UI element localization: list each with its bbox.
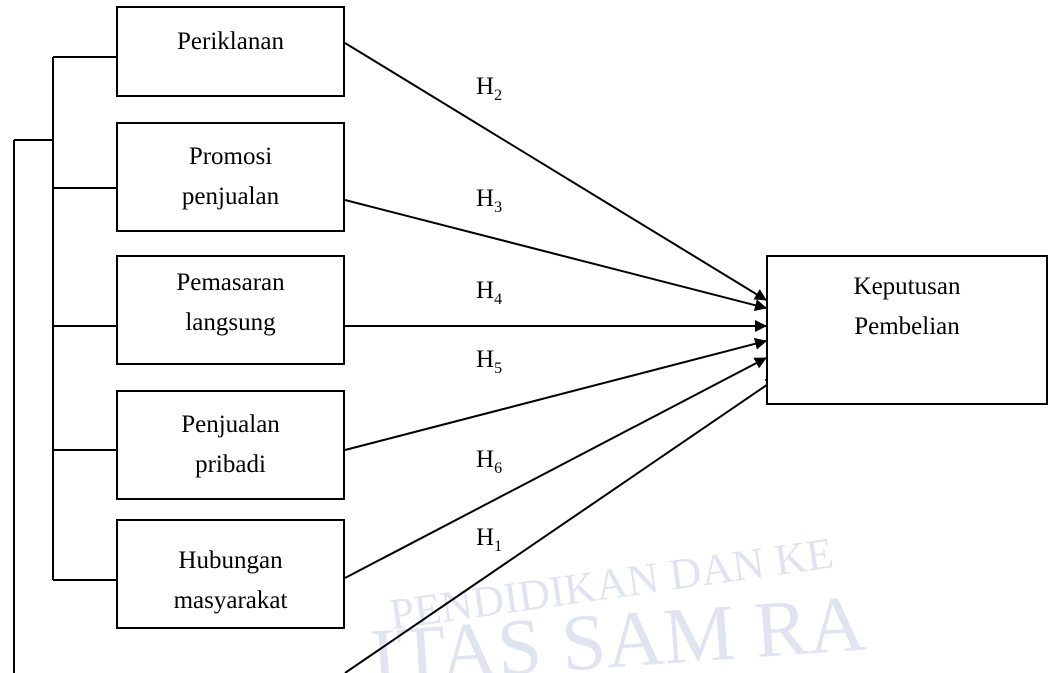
- variable-label-pemasaran: Pemasaran langsung: [176, 269, 285, 336]
- hypothesis-arrows: [344, 42, 778, 673]
- watermark-seal: PENDIDIKAN DAN KE ITAS SAM RA: [368, 528, 869, 673]
- hypothesis-label-h5: H5: [476, 346, 503, 377]
- arrow-h5: [344, 337, 767, 451]
- arrow-h1: [344, 377, 778, 673]
- variable-label-keputusan: Keputusan Pembelian: [853, 273, 961, 340]
- variable-label-penjualan: Penjualan pribadi: [181, 411, 280, 478]
- hypothesis-label-h4: H4: [476, 277, 503, 308]
- variable-box-promosi: Promosi penjualan: [116, 122, 345, 232]
- grouping-bracket: [13, 56, 117, 673]
- variable-label-hubungan: Hubungan masyarakat: [173, 547, 288, 614]
- hypothesis-label-h1: H1: [476, 524, 503, 555]
- variable-box-periklanan: Periklanan: [116, 6, 345, 97]
- arrow-h6: [344, 357, 767, 579]
- variable-box-hubungan: Hubungan masyarakat: [116, 519, 345, 629]
- variable-label-periklanan: Periklanan: [177, 28, 284, 55]
- variable-box-penjualan: Penjualan pribadi: [116, 390, 345, 500]
- hypothesis-label-h2: H2: [476, 73, 503, 104]
- variable-box-keputusan: Keputusan Pembelian: [766, 255, 1048, 405]
- hypothesis-label-h6: H6: [476, 446, 503, 477]
- variable-label-promosi: Promosi penjualan: [181, 143, 280, 210]
- arrow-h3: [344, 199, 767, 312]
- hypothesis-label-h3: H3: [476, 185, 503, 216]
- arrow-h2: [344, 42, 767, 301]
- variable-box-pemasaran: Pemasaran langsung: [116, 255, 345, 365]
